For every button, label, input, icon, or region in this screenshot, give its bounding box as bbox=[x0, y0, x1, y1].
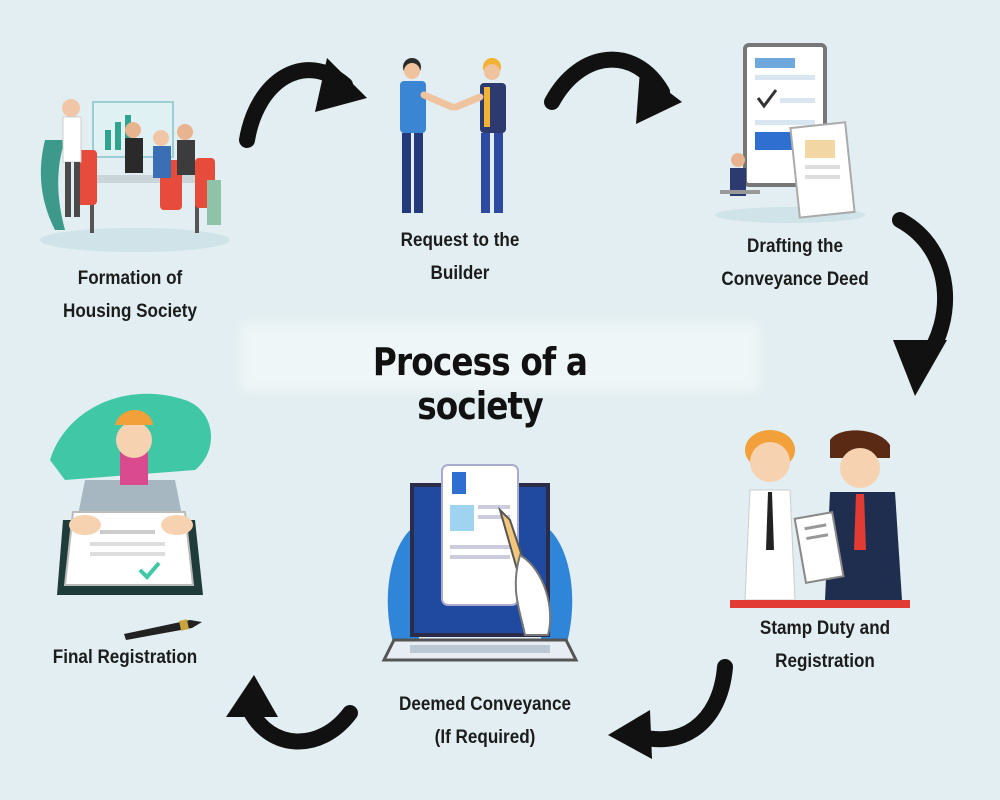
certificate-illustration bbox=[50, 393, 212, 595]
arrow-3-to-4 bbox=[892, 212, 954, 396]
signing-contract-illustration bbox=[730, 430, 910, 608]
laptop-document-illustration bbox=[381, 464, 579, 662]
step-label-formation: Formation of Housing Society bbox=[40, 262, 220, 328]
step-label-request: Request to the Builder bbox=[370, 224, 550, 290]
handshake-illustration bbox=[400, 58, 506, 213]
document-drafting-illustration bbox=[715, 43, 865, 223]
arrow-1-to-2 bbox=[239, 58, 367, 148]
title-highlight bbox=[240, 322, 760, 392]
diagram-title: Process of a society bbox=[372, 340, 588, 428]
step-2-line-1: Request to the bbox=[400, 230, 520, 251]
step-4-line-2: Registration bbox=[775, 651, 875, 672]
step-3-line-2: Conveyance Deed bbox=[721, 269, 869, 290]
step-3-line-1: Drafting the bbox=[747, 236, 843, 257]
step-1-line-2: Housing Society bbox=[63, 301, 197, 322]
step-2-line-2: Builder bbox=[430, 263, 490, 284]
step-label-drafting: Drafting the Conveyance Deed bbox=[696, 230, 894, 296]
step-1-line-1: Formation of bbox=[77, 268, 183, 289]
step-4-line-1: Stamp Duty and bbox=[759, 618, 891, 639]
arrow-4-to-5 bbox=[608, 659, 733, 759]
step-label-stamp-duty: Stamp Duty and Registration bbox=[731, 612, 920, 678]
pen-icon bbox=[124, 619, 202, 640]
step-5-line-2: (If Required) bbox=[434, 727, 536, 748]
step-label-deemed-conveyance: Deemed Conveyance (If Required) bbox=[382, 688, 589, 754]
step-label-final-registration: Final Registration bbox=[35, 641, 215, 674]
team-meeting-illustration bbox=[40, 99, 230, 252]
arrow-5-to-6 bbox=[226, 675, 358, 750]
step-6-line-1: Final Registration bbox=[52, 647, 198, 668]
arrow-2-to-3 bbox=[544, 51, 682, 124]
step-5-line-1: Deemed Conveyance bbox=[398, 694, 572, 715]
